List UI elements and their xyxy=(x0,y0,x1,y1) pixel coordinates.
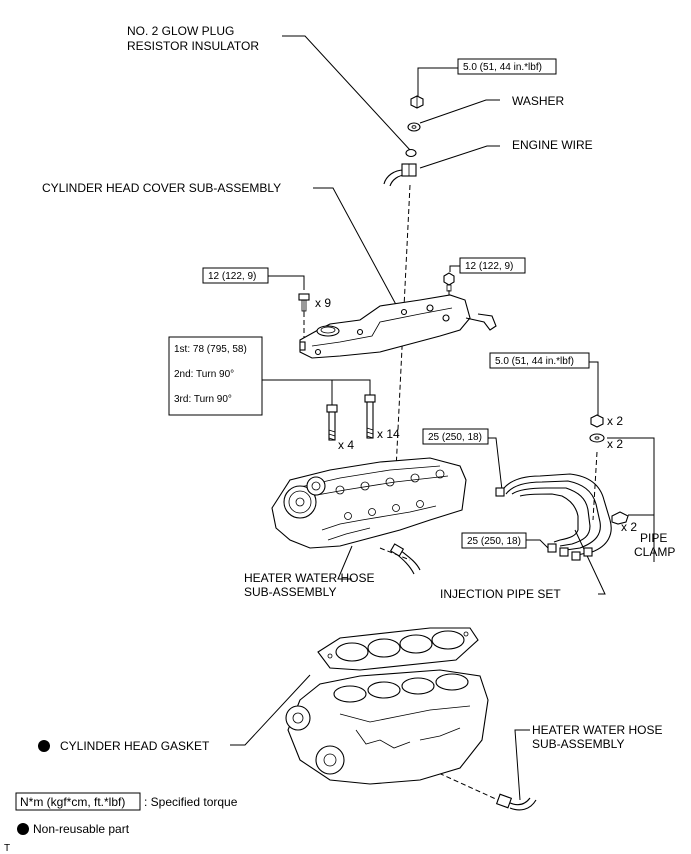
torque-clamp-nut: 5.0 (51, 44 in.*lbf) xyxy=(495,356,574,367)
engine-wire-icon xyxy=(383,163,417,187)
leader-engine-wire xyxy=(419,145,500,169)
heater-water-hose-1-icon xyxy=(389,543,421,575)
legend-torque-box: N*m (kgf*cm, ft.*lbf) xyxy=(20,795,125,809)
label-washer: WASHER xyxy=(512,94,565,108)
label-injection-pipe: INJECTION PIPE SET xyxy=(440,587,561,601)
legend-non-reusable-icon xyxy=(17,823,29,835)
leader-injection-pipe xyxy=(574,529,606,595)
torque-cover-left: 12 (122, 9) xyxy=(208,271,256,282)
washer-icon xyxy=(407,122,421,132)
leader-pipe-lower-torque xyxy=(526,539,549,549)
cylinder-head-cover-illustration xyxy=(299,294,497,359)
corner-mark: T xyxy=(4,843,10,854)
torque-callout-pipe-lower: 25 (250, 18) xyxy=(461,532,527,549)
torque-callout-clamp-nut: 5.0 (51, 44 in.*lbf) xyxy=(489,352,590,369)
label-heater-hose-1-line2: SUB-ASSEMBLY xyxy=(244,585,336,599)
qty-clamp-nuts: x 2 xyxy=(607,414,623,428)
legend: N*m (kgf*cm, ft.*lbf) : Specified torque… xyxy=(4,792,238,854)
qty-head-bolts-long: x 14 xyxy=(377,427,400,441)
cylinder-head-illustration xyxy=(271,457,467,549)
injection-pipe-set-illustration xyxy=(495,473,612,561)
label-heater-hose-2-line2: SUB-ASSEMBLY xyxy=(532,737,624,751)
legend-torque-desc: : Specified torque xyxy=(144,795,238,809)
qty-head-bolts-short: x 4 xyxy=(338,438,354,452)
label-heater-hose-1-line1: HEATER WATER HOSE xyxy=(244,571,374,585)
glow-plug-insulator-icon xyxy=(405,148,417,158)
cover-bolt-right-icon xyxy=(443,272,455,292)
head-bolt-long-icon xyxy=(364,394,376,439)
qty-cover-bolts: x 9 xyxy=(315,296,331,310)
label-heater-hose-2-line1: HEATER WATER HOSE xyxy=(532,723,662,737)
torque-callout-cover-left: 12 (122, 9) xyxy=(202,267,269,284)
qty-clamp-washers: x 2 xyxy=(607,437,623,451)
pipe-clamp-icon xyxy=(611,511,629,525)
leader-head-gasket xyxy=(230,674,311,746)
torque-nut-top: 5.0 (51, 44 in.*lbf) xyxy=(463,62,542,73)
torque-callout-head-bolts: 1st: 78 (795, 58) 2nd: Turn 90° 3rd: Tur… xyxy=(168,336,263,416)
legend-non-reusable: Non-reusable part xyxy=(33,822,130,836)
nut-icon xyxy=(410,95,424,109)
leader-heater-hose-1 xyxy=(337,545,353,580)
clamp-nut-icon xyxy=(590,414,604,428)
non-reusable-gasket-icon xyxy=(38,740,50,752)
torque-head-bolt-3: 3rd: Turn 90° xyxy=(174,394,232,405)
head-bolt-short-icon xyxy=(326,404,338,441)
quantity-labels: x 9 x 4 x 14 x 2 x 2 x 2 xyxy=(315,296,637,534)
leader-cover-left-torque xyxy=(268,275,305,290)
torque-pipe-lower: 25 (250, 18) xyxy=(467,536,521,547)
label-pipe-clamp-line2: CLAMP xyxy=(634,545,675,559)
torque-callout-cover-right: 12 (122, 9) xyxy=(459,257,526,274)
cover-bolt-left-icon xyxy=(298,293,310,312)
leader-lines xyxy=(230,35,655,801)
leader-heater-hose-2 xyxy=(514,729,530,801)
torque-head-bolt-2: 2nd: Turn 90° xyxy=(174,369,234,380)
label-head-gasket: CYLINDER HEAD GASKET xyxy=(60,739,210,753)
torque-head-bolt-1: 1st: 78 (795, 58) xyxy=(174,344,247,355)
leader-glow-plug xyxy=(282,35,411,151)
leader-cover-right-torque xyxy=(449,265,460,272)
label-engine-wire: ENGINE WIRE xyxy=(512,138,593,152)
torque-callout-pipe-upper: 25 (250, 18) xyxy=(422,428,489,445)
leader-head-bolt-bracket xyxy=(262,379,371,395)
label-pipe-clamp-line1: PIPE xyxy=(640,531,667,545)
label-head-cover: CYLINDER HEAD COVER SUB-ASSEMBLY xyxy=(42,181,281,195)
label-glow-plug-line2: RESISTOR INSULATOR xyxy=(127,39,259,53)
qty-clamps: x 2 xyxy=(621,520,637,534)
clamp-washer-icon xyxy=(589,433,605,443)
heater-water-hose-2-icon xyxy=(495,793,537,811)
torque-callout-nut-top: 5.0 (51, 44 in.*lbf) xyxy=(457,58,557,75)
leader-head-cover xyxy=(313,187,401,313)
engine-block-illustration xyxy=(285,669,489,785)
leader-washer xyxy=(419,99,500,124)
leader-pipe-upper-torque xyxy=(488,437,503,491)
leader-clamp-nut-torque xyxy=(563,361,599,415)
label-glow-plug-line1: NO. 2 GLOW PLUG xyxy=(127,24,234,38)
leader-nut-torque xyxy=(417,67,458,96)
torque-cover-right: 12 (122, 9) xyxy=(465,261,513,272)
cylinder-head-gasket-illustration xyxy=(317,627,479,671)
leader-pipe-clamp-bracket xyxy=(607,437,655,562)
torque-pipe-upper: 25 (250, 18) xyxy=(428,432,482,443)
part-labels: NO. 2 GLOW PLUG RESISTOR INSULATOR WASHE… xyxy=(42,24,675,753)
